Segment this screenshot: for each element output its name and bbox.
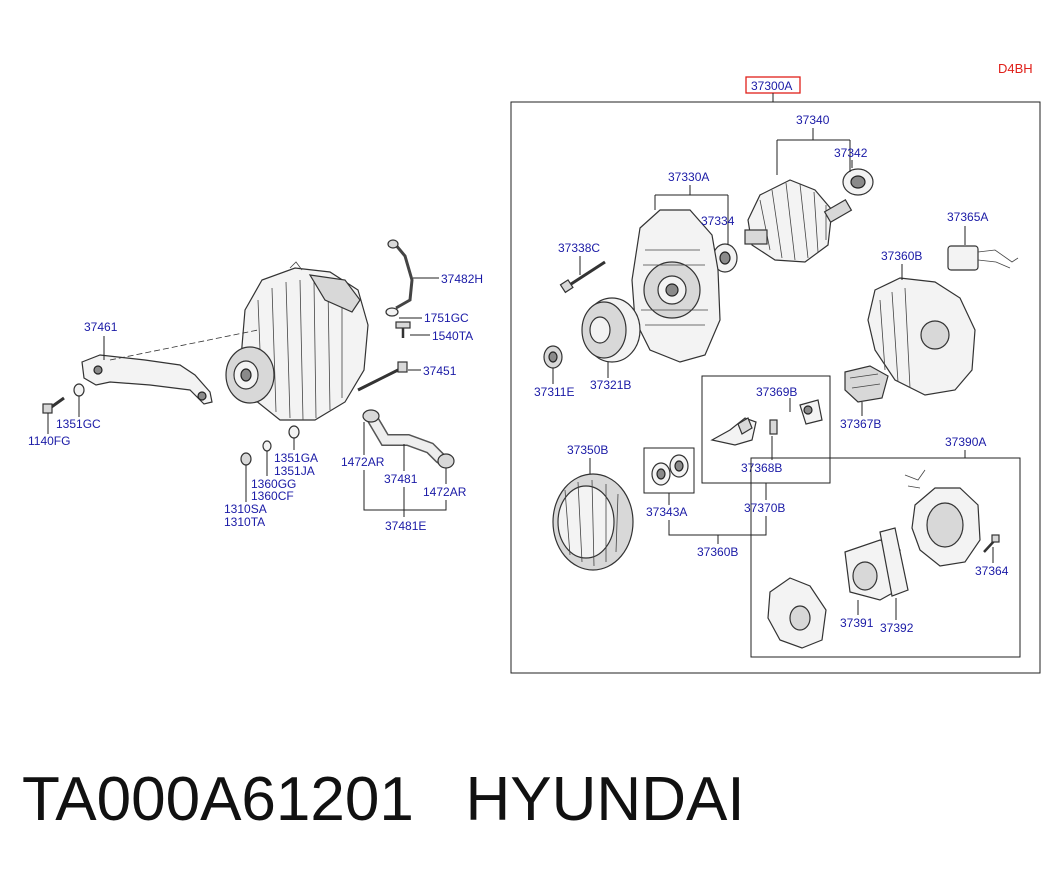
label-37330A[interactable]: 37330A xyxy=(668,170,709,184)
label-37350B[interactable]: 37350B xyxy=(567,443,608,457)
bolt-37451[interactable] xyxy=(357,361,408,392)
label-37451[interactable]: 37451 xyxy=(423,364,457,378)
clip-1751GC[interactable] xyxy=(385,307,399,317)
label-37342[interactable]: 37342 xyxy=(834,146,868,160)
alternator-assembly[interactable] xyxy=(225,261,369,421)
label-1351GC[interactable]: 1351GC xyxy=(56,417,101,431)
label-37360B-cover[interactable]: 37360B xyxy=(881,249,922,263)
washer-1360GG[interactable] xyxy=(262,440,272,452)
label-1140FG[interactable]: 1140FG xyxy=(28,434,70,448)
clamp-1472AR-left[interactable] xyxy=(362,409,380,423)
bolt-1540TA[interactable] xyxy=(395,321,411,338)
bearing-37342[interactable] xyxy=(842,168,874,196)
rectifier-group-box xyxy=(750,457,1021,658)
label-37360B-group[interactable]: 37360B xyxy=(697,545,738,559)
label-1351GA[interactable]: 1351GA xyxy=(274,451,318,465)
label-37343A[interactable]: 37343A xyxy=(646,505,687,519)
washer-1351GA[interactable] xyxy=(288,425,300,439)
label-37461[interactable]: 37461 xyxy=(84,320,118,334)
cable-37482H[interactable] xyxy=(387,239,414,310)
label-1540TA[interactable]: 1540TA xyxy=(432,329,473,343)
label-1751GC[interactable]: 1751GC xyxy=(424,311,469,325)
washer-1351GC[interactable] xyxy=(73,383,85,397)
region-code: D4BH xyxy=(998,61,1033,76)
label-1472AR-left[interactable]: 1472AR xyxy=(341,455,385,469)
label-37481[interactable]: 37481 xyxy=(384,472,418,486)
pulley-37321B[interactable] xyxy=(581,297,641,363)
part-number: TA000A61201 xyxy=(22,765,414,834)
label-37340[interactable]: 37340 xyxy=(796,113,830,127)
label-37364[interactable]: 37364 xyxy=(975,564,1009,578)
label-1360GG[interactable]: 1360GG xyxy=(251,477,296,491)
label-1360CF[interactable]: 1360CF xyxy=(251,489,294,503)
label-37391[interactable]: 37391 xyxy=(840,616,874,630)
rotor-part[interactable] xyxy=(744,179,853,263)
rear-plate[interactable] xyxy=(767,577,827,649)
label-37321B[interactable]: 37321B xyxy=(590,378,631,392)
label-1472AR-right[interactable]: 1472AR xyxy=(423,485,467,499)
bearing-37334[interactable] xyxy=(712,243,738,273)
label-1351JA[interactable]: 1351JA xyxy=(274,464,315,478)
caption: TA000A61201 HYUNDAI xyxy=(22,760,745,840)
brand-name: HYUNDAI xyxy=(465,765,745,834)
label-37367B[interactable]: 37367B xyxy=(840,417,881,431)
label-37334[interactable]: 37334 xyxy=(701,214,735,228)
bracket-37461[interactable] xyxy=(81,354,213,405)
seals-37343A[interactable] xyxy=(651,454,689,486)
brush-holder-parts[interactable] xyxy=(710,399,823,446)
hose-37481[interactable] xyxy=(366,412,446,464)
label-37365A[interactable]: 37365A xyxy=(947,210,988,224)
label-37369B[interactable]: 37369B xyxy=(756,385,797,399)
nut-1310SA[interactable] xyxy=(240,452,252,466)
rear-cover-37360B[interactable] xyxy=(867,277,976,396)
through-bolt-37338C[interactable] xyxy=(559,260,606,294)
label-1310SA[interactable]: 1310SA xyxy=(224,502,267,516)
nut-37311E[interactable] xyxy=(543,345,563,369)
regulator-37367B[interactable] xyxy=(844,365,889,403)
bolt-1140FG[interactable] xyxy=(42,396,65,414)
front-housing-part[interactable] xyxy=(631,209,721,363)
label-37390A[interactable]: 37390A xyxy=(945,435,986,449)
label-37368B[interactable]: 37368B xyxy=(741,461,782,475)
label-1310TA[interactable]: 1310TA xyxy=(224,515,265,529)
screw-37364[interactable] xyxy=(983,534,1000,553)
label-37481E[interactable]: 37481E xyxy=(385,519,426,533)
label-37370B[interactable]: 37370B xyxy=(744,501,785,515)
label-37392[interactable]: 37392 xyxy=(880,621,914,635)
assembly-code-label[interactable]: 37300A xyxy=(751,79,792,93)
clamp-1472AR-right[interactable] xyxy=(437,453,455,469)
label-37482H[interactable]: 37482H xyxy=(441,272,483,286)
connector-37365A[interactable] xyxy=(947,245,1019,271)
plate-37392[interactable] xyxy=(879,527,909,597)
label-37311E[interactable]: 37311E xyxy=(534,385,574,399)
rectifier-housing[interactable] xyxy=(904,469,981,567)
stator-37350B[interactable] xyxy=(552,473,634,571)
assembly-frame xyxy=(510,101,1041,674)
label-37338C[interactable]: 37338C xyxy=(558,241,600,255)
